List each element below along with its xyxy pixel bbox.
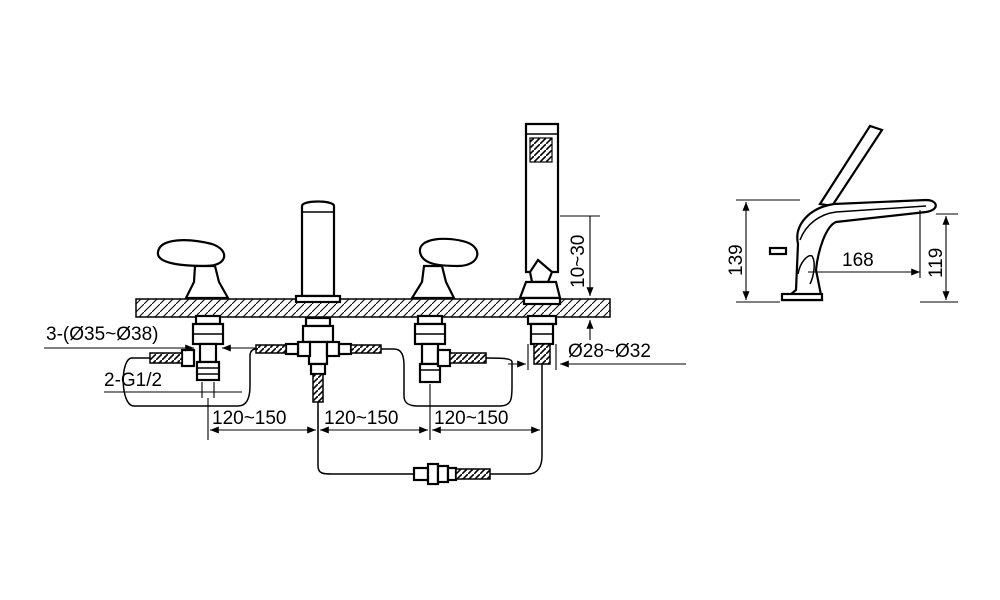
dim-shower-hole: Ø28~Ø32 xyxy=(508,341,686,370)
label-side-height-total: 139 xyxy=(726,244,747,276)
label-thread: 2-G1/2 xyxy=(104,370,162,391)
label-side-reach: 168 xyxy=(842,250,874,271)
center-spout xyxy=(255,200,382,403)
label-deck-thickness: 10~30 xyxy=(568,235,589,288)
dim-thread: 2-G1/2 xyxy=(104,370,242,398)
dim-deck-thickness: 10~30 xyxy=(560,215,600,340)
label-shower-hole: Ø28~Ø32 xyxy=(568,341,651,362)
connection-hoses xyxy=(122,348,543,475)
right-handle-valve xyxy=(410,237,487,384)
label-side-height-spout: 119 xyxy=(926,248,947,278)
hose-connector xyxy=(412,462,491,486)
label-spacing-3: 120~150 xyxy=(434,408,509,429)
dim-inlet-holes: 3-(Ø35~Ø38) xyxy=(44,324,256,352)
side-view-faucet xyxy=(768,124,937,302)
side-view-dimensions: 139 119 168 xyxy=(726,199,958,303)
left-handle-valve xyxy=(149,239,230,382)
countertop-section xyxy=(135,298,611,318)
label-inlet-holes: 3-(Ø35~Ø38) xyxy=(46,324,158,345)
dim-spacing: 120~150 120~150 120~150 xyxy=(207,384,543,440)
label-spacing-2: 120~150 xyxy=(324,408,399,429)
hand-shower xyxy=(518,122,562,365)
label-spacing-1: 120~150 xyxy=(212,408,287,429)
